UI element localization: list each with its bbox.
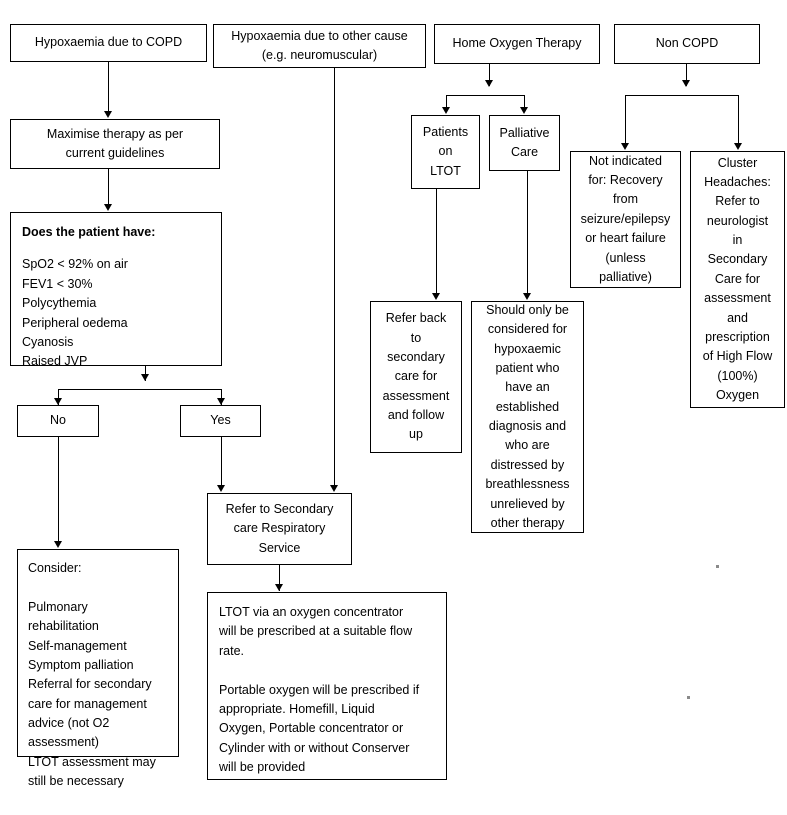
node-patients-on-ltot-label: Patients on LTOT: [422, 124, 469, 178]
node-palliative-care-label: Palliative Care: [499, 125, 550, 159]
node-hypoxaemia-copd[interactable]: Hypoxaemia due to COPD: [10, 24, 207, 62]
node-decision-heading: Does the patient have:: [22, 225, 156, 239]
arrowhead-noncopd-to-not-indicated: [621, 143, 629, 150]
arrowhead-noncopd-stem: [682, 80, 690, 87]
node-refer-secondary-respiratory[interactable]: Refer to Secondary care Respiratory Serv…: [207, 493, 352, 565]
node-hypoxaemia-copd-label: Hypoxaemia due to COPD: [34, 35, 183, 50]
node-maximise-therapy-label: Maximise therapy as per current guidelin…: [46, 126, 184, 160]
connector-copd-to-maximise: [108, 62, 109, 112]
node-not-indicated-label: Not indicated for: Recovery from seizure…: [580, 153, 671, 284]
node-non-copd-label: Non COPD: [655, 36, 719, 51]
node-home-oxygen-therapy[interactable]: Home Oxygen Therapy: [434, 24, 600, 64]
node-patients-on-ltot[interactable]: Patients on LTOT: [411, 115, 480, 189]
connector-hot-to-palliative: [524, 95, 525, 111]
connector-hot-to-ltot-patients: [446, 95, 447, 111]
connector-decision-bus: [58, 389, 221, 390]
page-artifact-dot-upper: [716, 565, 719, 568]
arrowhead-hot-to-ltot-patients: [442, 107, 450, 114]
node-refer-secondary-respiratory-label: Refer to Secondary care Respiratory Serv…: [225, 501, 334, 555]
arrowhead-hot-stem: [485, 80, 493, 87]
connector-noncopd-to-not-indicated: [625, 95, 626, 145]
arrowhead-noncopd-to-cluster-headaches: [734, 143, 742, 150]
node-cluster-headaches-label: Cluster Headaches: Refer to neurologist …: [702, 155, 773, 403]
node-answer-no-label: No: [50, 413, 66, 428]
arrowhead-decision-to-yes: [217, 398, 225, 405]
node-home-oxygen-therapy-label: Home Oxygen Therapy: [452, 36, 582, 51]
node-refer-back-secondary-care[interactable]: Refer back to secondary care for assessm…: [370, 301, 462, 453]
connector-yes-to-refer-secondary: [221, 437, 222, 486]
arrowhead-decision-stem: [141, 374, 149, 381]
node-decision-criteria[interactable]: Does the patient have: SpO2 < 92% on air…: [10, 212, 222, 368]
arrowhead-decision-to-no: [54, 398, 62, 405]
arrowhead-palliative-to-should-consider: [523, 293, 531, 300]
connector-noncopd-to-cluster-headaches: [738, 95, 739, 145]
arrowhead-no-to-consider: [54, 541, 62, 548]
connector-noncopd-bus: [625, 95, 738, 96]
node-palliative-care[interactable]: Palliative Care: [489, 115, 560, 171]
connector-decision-to-yes: [221, 389, 222, 405]
connector-hot-bus: [446, 95, 525, 96]
node-consider-options[interactable]: Consider: Pulmonary rehabilitation Self-…: [17, 549, 179, 788]
node-hypoxaemia-other-cause-label: Hypoxaemia due to other cause (e.g. neur…: [231, 28, 408, 62]
arrowhead-hot-to-palliative: [520, 107, 528, 114]
connector-other-cause-to-refer-secondary: [334, 68, 335, 486]
node-hypoxaemia-other-cause[interactable]: Hypoxaemia due to other cause (e.g. neur…: [213, 24, 426, 68]
page-artifact-dot-lower: [687, 696, 690, 699]
arrowhead-other-cause-to-refer-secondary: [330, 485, 338, 492]
connector-palliative-to-should-consider: [527, 171, 528, 294]
node-should-only-be-considered[interactable]: Should only be considered for hypoxaemic…: [471, 301, 584, 533]
connector-noncopd-stem: [686, 64, 687, 86]
connector-hot-stem: [489, 64, 490, 86]
arrowhead-yes-to-refer-secondary: [217, 485, 225, 492]
arrowhead-ltot-patients-to-refer-back: [432, 293, 440, 300]
node-should-only-be-considered-label: Should only be considered for hypoxaemic…: [485, 302, 570, 530]
node-answer-yes[interactable]: Yes: [180, 405, 261, 437]
node-cluster-headaches[interactable]: Cluster Headaches: Refer to neurologist …: [690, 151, 785, 408]
connector-ltot-patients-to-refer-back: [436, 189, 437, 294]
connector-decision-to-no: [58, 389, 59, 405]
node-answer-yes-label: Yes: [210, 413, 231, 428]
node-refer-back-secondary-care-label: Refer back to secondary care for assessm…: [382, 311, 450, 442]
connector-decision-stem: [145, 366, 146, 381]
connector-refer-secondary-to-ltot: [279, 565, 280, 591]
node-maximise-therapy[interactable]: Maximise therapy as per current guidelin…: [10, 119, 220, 169]
connector-maximise-to-decision: [108, 169, 109, 205]
node-answer-no[interactable]: No: [17, 405, 99, 437]
node-ltot-prescription-label: LTOT via an oxygen concentrator will be …: [219, 605, 420, 774]
arrowhead-refer-secondary-to-ltot: [275, 584, 283, 591]
node-non-copd[interactable]: Non COPD: [614, 24, 760, 64]
arrowhead-copd-to-maximise: [104, 111, 112, 118]
connector-no-to-consider: [58, 437, 59, 542]
node-decision-criteria-list: SpO2 < 92% on air FEV1 < 30% Polycythemi…: [22, 257, 128, 369]
node-consider-options-label: Consider: Pulmonary rehabilitation Self-…: [28, 561, 156, 789]
node-not-indicated[interactable]: Not indicated for: Recovery from seizure…: [570, 151, 681, 288]
arrowhead-maximise-to-decision: [104, 204, 112, 211]
node-ltot-prescription[interactable]: LTOT via an oxygen concentrator will be …: [207, 592, 447, 780]
